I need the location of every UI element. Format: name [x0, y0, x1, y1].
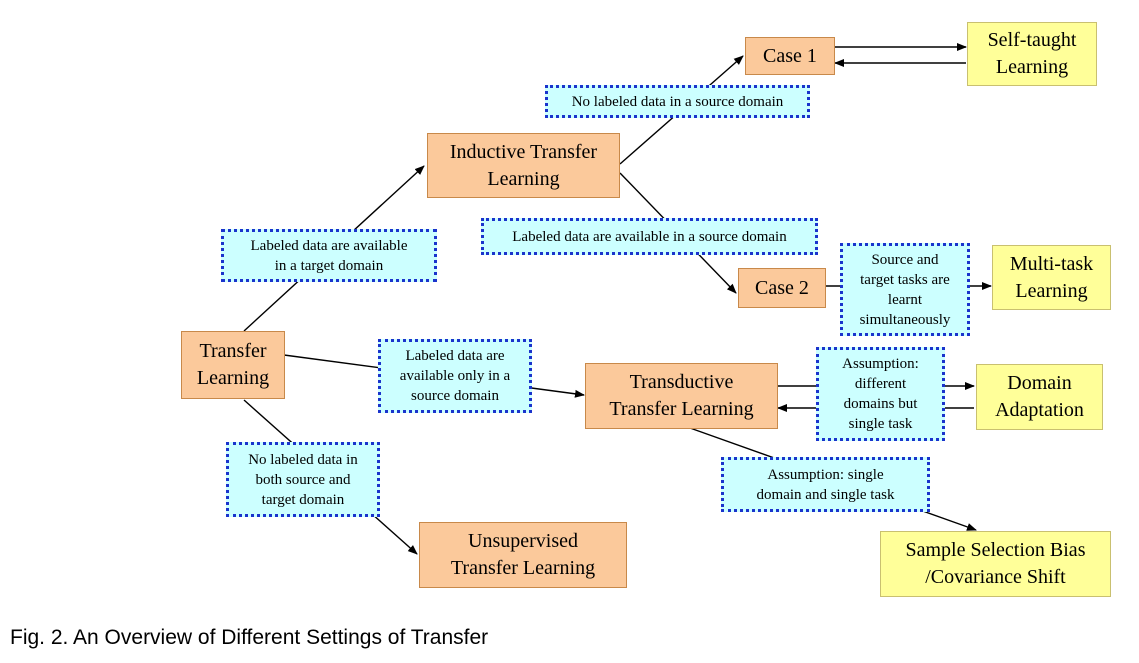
box-label: Case 1: [763, 43, 817, 70]
box-label-line: Learning: [1015, 279, 1088, 302]
box-label-line: Learning: [196, 367, 270, 389]
box-label-line: Self-taught: [987, 29, 1077, 51]
box-label: Assumption: different domains but single ta…: [842, 354, 919, 434]
node-case-1: Case 1: [745, 37, 835, 75]
box-label-line: Assumption:: [842, 356, 919, 372]
box-label-line: /Covariance Shift: [925, 566, 1066, 588]
figure-caption: Fig. 2. An Overview of Different Setting…: [10, 626, 489, 649]
condition-labeled-source-only: Labeled data are available only in a sourc…: [378, 339, 532, 413]
condition-different-domains: Assumption: different domains but single ta…: [816, 347, 945, 441]
box-label: Assumption: single domain and single task: [757, 465, 895, 505]
box-label-line: No labeled data in a source domain: [571, 93, 784, 110]
box-label-line: available only in a: [399, 368, 511, 384]
box-label-line: domains but: [843, 396, 918, 412]
box-label-line: Case 2: [755, 276, 809, 299]
box-label: Labeled data are available in a source d…: [512, 227, 786, 247]
condition-single-domain: Assumption: single domain and single task: [721, 457, 930, 512]
box-label-line: Transfer Learning: [609, 398, 754, 420]
box-label-line: different: [854, 376, 907, 392]
box-label: Source and target tasks are learnt simultan…: [860, 250, 951, 330]
box-label-line: Labeled data are available: [250, 237, 408, 254]
box-label-line: Transfer: [199, 340, 267, 362]
box-label-line: Multi-task: [1009, 252, 1094, 275]
box-label-line: target tasks are: [860, 271, 950, 288]
node-case-2: Case 2: [738, 268, 826, 308]
box-label-line: No labeled data in: [248, 451, 358, 468]
box-label-line: Assumption: single: [767, 466, 884, 483]
box-label: Sample Selection Bias/Covariance Shift: [906, 537, 1086, 591]
box-label-line: Labeled data are available in a source d…: [512, 228, 787, 245]
condition-labeled-target: Labeled data are available in a target do…: [221, 229, 437, 282]
condition-labeled-source: Labeled data are available in a source d…: [481, 218, 818, 255]
condition-no-labeled-source: No labeled data in a source domain: [545, 85, 810, 118]
box-label-line: learnt: [887, 291, 923, 308]
box-label-line: domain and single task: [756, 486, 895, 503]
box-label-line: in a target domain: [274, 257, 384, 274]
box-label-line: source domain: [411, 388, 499, 404]
box-label-line: Inductive Transfer: [449, 140, 598, 163]
box-label-line: Labeled data are: [405, 348, 505, 364]
box-label-line: Sample Selection Bias: [905, 539, 1086, 561]
box-label-line: both source and: [255, 471, 351, 488]
condition-simultaneous-tasks: Source and target tasks are learnt simultan…: [840, 243, 970, 336]
box-label-line: Case 1: [763, 44, 817, 67]
box-label-line: Transductive: [629, 371, 734, 393]
box-label: Labeled data are available in a target do…: [251, 236, 408, 276]
box-label-line: Learning: [995, 56, 1069, 78]
condition-no-labeled-both: No labeled data in both source and target …: [226, 442, 380, 517]
node-sample-selection-bias: Sample Selection Bias/Covariance Shift: [880, 531, 1111, 597]
box-label-line: target domain: [261, 491, 345, 508]
box-label-line: simultaneously: [859, 311, 951, 328]
box-label-line: single task: [848, 416, 913, 432]
box-label-line: Adaptation: [995, 399, 1084, 421]
box-label-line: Learning: [487, 167, 560, 190]
box-label-line: Unsupervised: [468, 530, 578, 552]
box-label: Case 2: [755, 275, 809, 302]
box-label: No labeled data in a source domain: [572, 92, 784, 112]
box-label-line: Transfer Learning: [450, 557, 596, 579]
box-label-line: Domain: [1007, 372, 1072, 394]
box-label: Labeled data are available only in a sourc…: [400, 346, 510, 406]
box-label: No labeled data in both source and target …: [248, 450, 358, 510]
box-label-line: Source and: [871, 251, 939, 268]
